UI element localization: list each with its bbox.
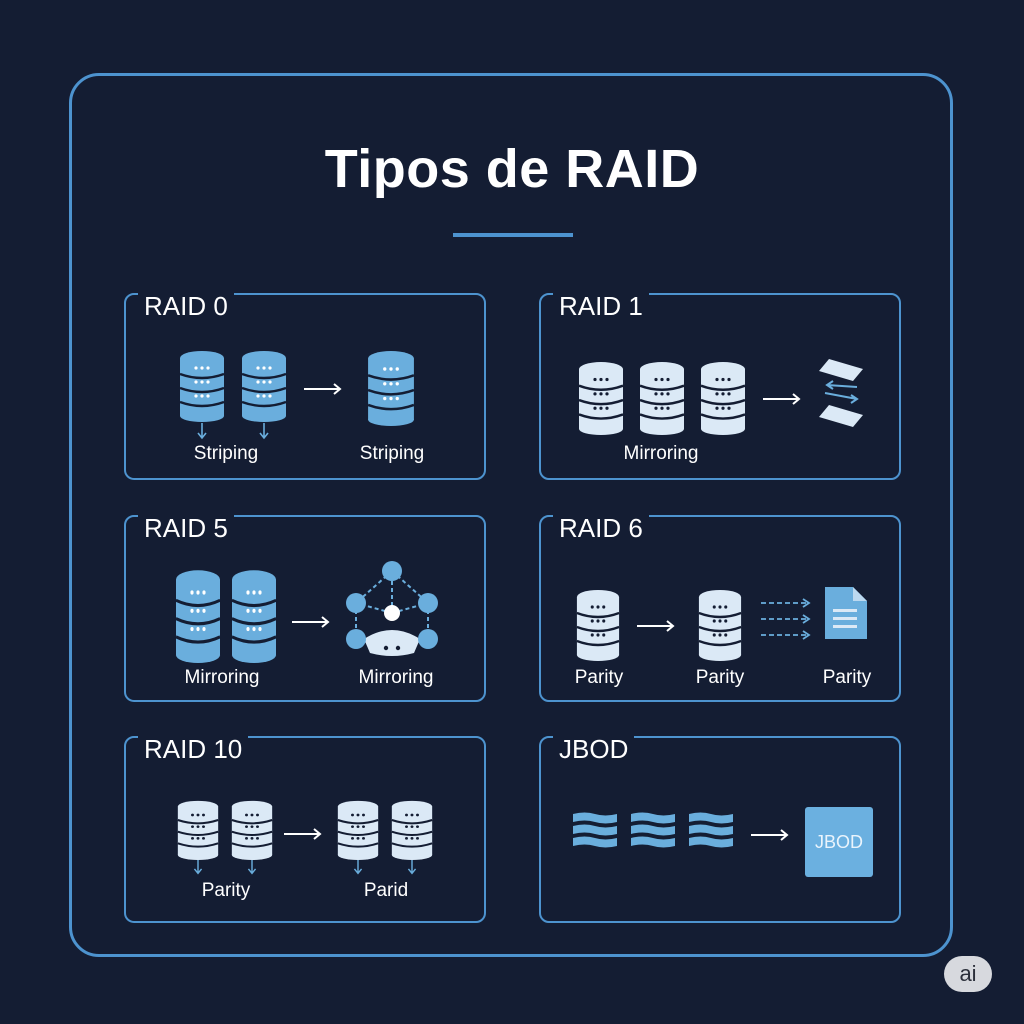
disk-stack-icon: [337, 800, 379, 860]
right-arrow-icon: [751, 829, 789, 841]
down-arrow-icon: [247, 860, 257, 875]
card-raid-6: RAID 6 Parity Parity Parity: [539, 513, 901, 702]
right-arrow-icon: [284, 828, 322, 840]
disk-stack-icon: [231, 800, 273, 860]
disk-stack-icon: [241, 351, 287, 422]
disk-stack-icon: [177, 800, 219, 860]
right-arrow-icon: [637, 620, 675, 632]
caption: Mirroring: [623, 443, 699, 464]
card-label: JBOD: [553, 734, 635, 764]
caption: Parity: [574, 667, 624, 688]
down-arrow-icon: [259, 423, 269, 440]
title-underline: [453, 233, 573, 237]
card-raid-5: RAID 5 Mirroring Mirroring: [124, 513, 486, 702]
disk-stack-icon: [578, 362, 624, 435]
down-arrow-icon: [193, 860, 203, 875]
right-arrow-icon: [292, 616, 330, 628]
caption: Mirroring: [358, 667, 434, 688]
page-title: Tipos de RAID: [324, 139, 700, 199]
card-label: RAID 0: [138, 291, 234, 321]
wave-stack-icon: [573, 812, 617, 848]
caption: Parity: [695, 667, 745, 688]
card-label: RAID 1: [553, 291, 649, 321]
mirror-blocks-icon: [819, 359, 863, 427]
disk-stack-icon: [698, 590, 742, 661]
wave-stack-icon: [689, 812, 733, 848]
card-label: RAID 10: [138, 734, 249, 764]
right-arrow-icon: [763, 393, 801, 405]
card-raid-10: RAID 10 Parity Parid: [124, 734, 486, 923]
disk-stack-icon: [179, 351, 225, 422]
card-label: RAID 6: [553, 513, 649, 543]
disk-stack-icon: [700, 362, 746, 435]
disk-stack-icon: [367, 351, 415, 426]
disk-stack-icon: [391, 800, 433, 860]
caption: Parity: [822, 667, 872, 688]
caption: Parid: [363, 880, 409, 901]
caption: Parity: [201, 880, 251, 901]
caption: Striping: [193, 443, 259, 464]
wave-stack-icon: [631, 812, 675, 848]
outer-frame: [69, 73, 953, 957]
ai-badge: ai: [944, 956, 992, 992]
disk-stack-icon: [639, 362, 685, 435]
disk-stack-icon: [231, 570, 277, 663]
dashed-arrows-icon: [761, 598, 811, 640]
disk-stack-icon: [576, 590, 620, 661]
card-raid-1: RAID 1 Mirroring: [539, 291, 901, 480]
disk-stack-icon: [175, 570, 221, 663]
card-jbod: JBOD JBOD: [539, 734, 901, 923]
network-node-icon: [346, 561, 438, 656]
document-icon: [825, 587, 867, 639]
card-raid-0: RAID 0 Striping Striping: [124, 291, 486, 480]
right-arrow-icon: [304, 383, 342, 395]
down-arrow-icon: [407, 860, 417, 875]
caption: Striping: [359, 443, 425, 464]
jbod-box: JBOD: [805, 807, 873, 877]
card-label: RAID 5: [138, 513, 234, 543]
down-arrow-icon: [353, 860, 363, 875]
down-arrow-icon: [197, 423, 207, 440]
caption: Mirroring: [184, 667, 260, 688]
